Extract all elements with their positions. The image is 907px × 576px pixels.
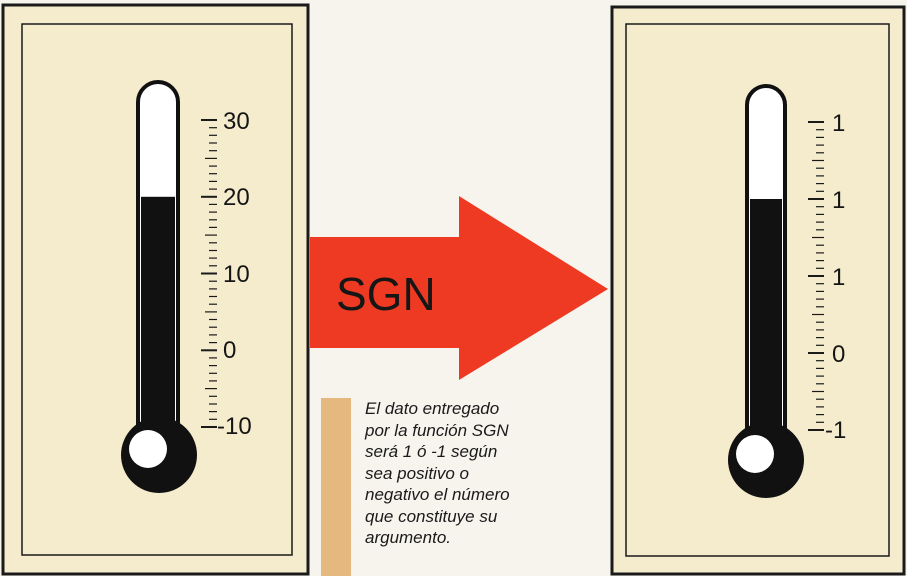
- right-thermometer-bulb-highlight: [736, 435, 774, 473]
- sgn-arrow-label: SGN: [336, 268, 436, 320]
- right-scale-label-top: 1: [832, 110, 845, 137]
- left-panel-inner-frame: [21, 23, 293, 556]
- left-scale-label-minus-10: -10: [217, 413, 252, 440]
- right-scale-labels: 1 1 1 0 -1: [825, 110, 846, 444]
- caption-line: que constituye su: [365, 506, 498, 526]
- right-panel-inner-frame: [625, 23, 890, 557]
- left-scale-labels: 30 20 10 0 -10: [217, 108, 252, 440]
- left-scale-label-10: 10: [223, 261, 250, 288]
- left-thermometer-bulb-highlight: [129, 430, 167, 468]
- caption-line: por la función SGN: [365, 420, 509, 440]
- left-scale-label-20: 20: [223, 184, 250, 211]
- right-scale-label-middle: 1: [832, 264, 845, 291]
- left-scale-label-0: 0: [223, 337, 236, 364]
- right-scale-label-zero: 0: [832, 341, 845, 368]
- right-thermometer-scale: [808, 121, 824, 431]
- right-scale-label-minus-one: -1: [825, 417, 846, 444]
- left-scale-label-30: 30: [223, 108, 250, 135]
- right-thermometer-mercury: [750, 199, 782, 450]
- caption-line: argumento.: [365, 528, 451, 547]
- left-thermometer-scale: [201, 119, 217, 428]
- caption-line: será 1 ó -1 según: [365, 442, 498, 461]
- left-thermometer-mercury: [141, 196, 175, 447]
- sgn-arrow: SGN: [310, 196, 608, 380]
- caption-line: sea positivo o: [365, 463, 469, 483]
- sgn-arrow-shape: [310, 196, 608, 380]
- left-thermometer-panel: 30 20 10 0 -10: [1, 3, 310, 576]
- caption-text: El dato entregado por la función SGN ser…: [365, 398, 595, 549]
- caption-line: El dato entregado: [365, 399, 500, 418]
- right-scale-label-upper: 1: [832, 187, 845, 214]
- caption-accent-bar: [321, 398, 351, 576]
- caption-line: negativo el número: [365, 485, 510, 504]
- right-thermometer-panel: 1 1 1 0 -1: [610, 5, 906, 576]
